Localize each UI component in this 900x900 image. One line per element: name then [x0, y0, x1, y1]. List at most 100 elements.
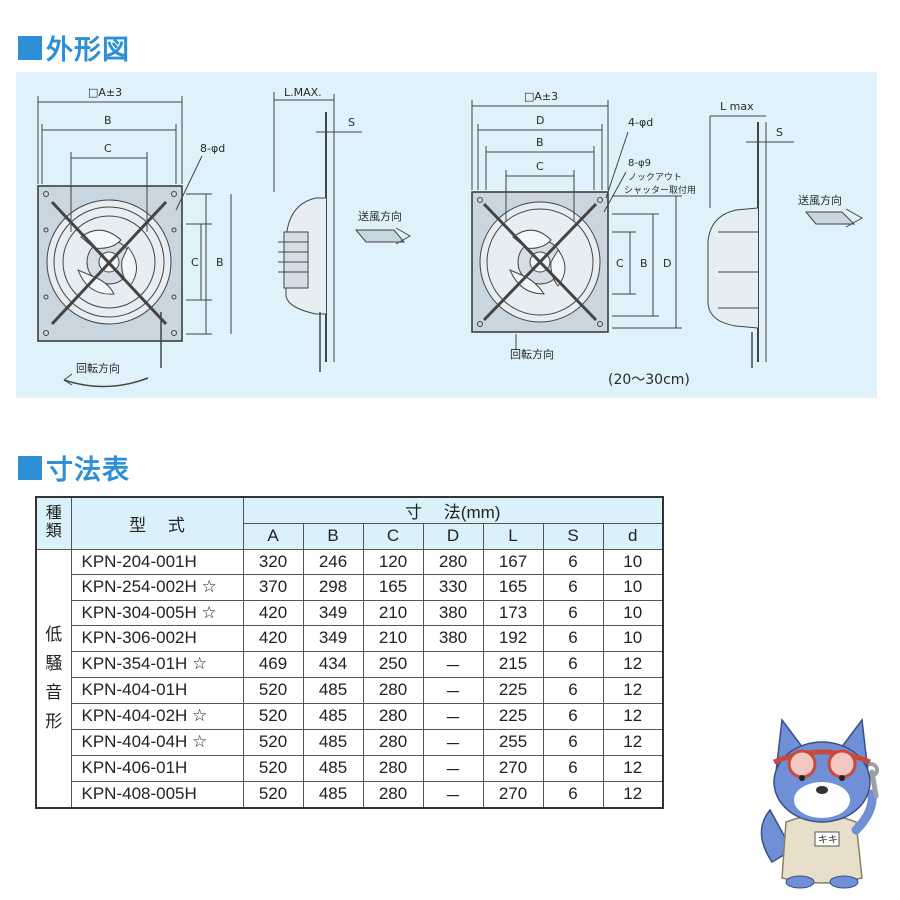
value-cell: 12: [602, 754, 664, 782]
value-cell: 6: [542, 780, 604, 808]
left-hole-label: 8-φd: [200, 142, 225, 155]
left-rotation-label: 回転方向: [76, 361, 120, 375]
column-header: A: [242, 523, 304, 550]
model-cell: KPN-408-005H: [70, 780, 244, 808]
value-cell: 298: [302, 574, 364, 601]
value-cell: 270: [482, 780, 544, 808]
value-cell: 485: [302, 702, 364, 730]
right-lmax-label: L max: [720, 100, 754, 113]
right-rotation-label: 回転方向: [510, 347, 554, 361]
kind-cell: 低騒音形: [35, 548, 72, 808]
model-cell: KPN-254-002H ☆: [70, 574, 244, 601]
left-b-side-label: B: [216, 256, 224, 269]
value-cell: 165: [362, 574, 424, 601]
left-side-view: [273, 92, 362, 372]
model-cell: KPN-406-01H: [70, 754, 244, 782]
square-bullet-icon: [18, 455, 42, 480]
model-cell: KPN-204-001H: [70, 548, 244, 575]
left-s-label: S: [348, 116, 355, 129]
outline-drawing: □A±3 B C 8-φd C B L.MAX. S 送風方向 回転方向 □A±…: [37, 86, 864, 388]
right-side-view: [707, 115, 794, 368]
value-cell: 420: [242, 599, 304, 626]
value-cell: 192: [482, 625, 544, 652]
value-cell: 6: [542, 548, 604, 575]
value-cell: 12: [602, 780, 664, 808]
value-cell: 330: [422, 574, 484, 601]
mascot-badge: キキ: [818, 835, 838, 846]
value-cell: 485: [302, 676, 364, 704]
value-cell: 6: [542, 702, 604, 730]
right-d-dim-label: D: [536, 114, 544, 127]
right-a-dim-label: □A±3: [524, 90, 558, 103]
right-shutter-label: シャッター取付用: [624, 185, 696, 196]
value-cell: 380: [422, 599, 484, 626]
right-b-side-label: B: [640, 257, 648, 270]
dimensions-heading-text: 寸法表: [46, 455, 130, 486]
kind-header-char: 種: [45, 505, 62, 523]
value-cell: 485: [302, 754, 364, 782]
kind-header: 種 類: [35, 496, 72, 550]
column-header: d: [602, 523, 664, 550]
left-c-side-label: C: [191, 256, 199, 269]
value-cell: 165: [482, 574, 544, 601]
model-cell: KPN-404-02H ☆: [70, 702, 244, 730]
value-cell: 6: [542, 676, 604, 704]
value-cell: 250: [362, 650, 424, 678]
dims-header: 寸 法(mm): [242, 496, 664, 524]
square-bullet-icon: [18, 35, 42, 60]
dimensions-heading: 寸法表: [18, 448, 130, 487]
value-cell: 225: [482, 676, 544, 704]
value-cell: 485: [302, 728, 364, 756]
value-cell: －: [422, 650, 484, 678]
value-cell: 6: [542, 625, 604, 652]
value-cell: 434: [302, 650, 364, 678]
value-cell: 6: [542, 754, 604, 782]
value-cell: 10: [602, 574, 664, 601]
value-cell: 349: [302, 625, 364, 652]
right-c-dim-label: C: [536, 160, 544, 173]
value-cell: 10: [602, 599, 664, 626]
value-cell: 349: [302, 599, 364, 626]
right-hole-d-label: 4-φd: [628, 116, 653, 129]
value-cell: 370: [242, 574, 304, 601]
value-cell: 12: [602, 676, 664, 704]
value-cell: 280: [422, 548, 484, 575]
left-lmax-label: L.MAX.: [284, 86, 322, 99]
value-cell: 167: [482, 548, 544, 575]
right-knockout-label: ノックアウト: [628, 172, 682, 183]
value-cell: 12: [602, 650, 664, 678]
value-cell: 10: [602, 625, 664, 652]
table-header-row: 種 類 型 式 寸 法(mm): [35, 496, 664, 550]
value-cell: 520: [242, 728, 304, 756]
left-a-dim-label: □A±3: [88, 86, 122, 99]
value-cell: 280: [362, 754, 424, 782]
value-cell: 280: [362, 676, 424, 704]
value-cell: 173: [482, 599, 544, 626]
value-cell: 469: [242, 650, 304, 678]
value-cell: 485: [302, 780, 364, 808]
kind-char: 騒: [45, 654, 63, 673]
value-cell: 215: [482, 650, 544, 678]
value-cell: 280: [362, 780, 424, 808]
value-cell: 420: [242, 625, 304, 652]
model-cell: KPN-306-002H: [70, 625, 244, 652]
column-header: B: [302, 523, 364, 550]
value-cell: 6: [542, 599, 604, 626]
left-c-dim-label: C: [104, 142, 112, 155]
right-d-side-label: D: [663, 257, 671, 270]
value-cell: 246: [302, 548, 364, 575]
right-b-dim-label: B: [536, 136, 544, 149]
value-cell: 280: [362, 728, 424, 756]
value-cell: 6: [542, 574, 604, 601]
value-cell: －: [422, 702, 484, 730]
right-hole-9-label: 8-φ9: [628, 158, 651, 169]
